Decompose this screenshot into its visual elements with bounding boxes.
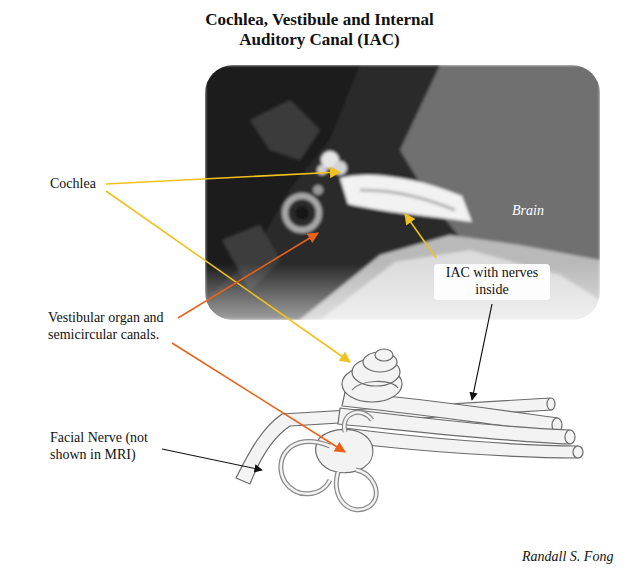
label-anchor: IAC with nerves inside: [434, 264, 550, 300]
vestibular-nerve: [342, 428, 578, 458]
title: Cochlea, Vestibule and Internal Auditory…: [202, 10, 438, 51]
label-anchor: Facial Nerve (not shown in MRI): [50, 430, 175, 464]
label-anchor: Randall S. Fong: [522, 549, 613, 566]
nerve-end: [573, 446, 583, 458]
title-anchor: Cochlea, Vestibule and Internal Auditory…: [0, 10, 639, 51]
ear-drawing: [236, 349, 583, 510]
region-label: Brain: [512, 203, 544, 220]
leader-arrow: [162, 449, 262, 470]
semicircular-canals: [281, 412, 376, 509]
credit: Randall S. Fong: [522, 549, 613, 566]
label-anchor: Brain: [512, 203, 544, 220]
nerve-end: [547, 398, 555, 410]
leader-arrow: [106, 172, 340, 184]
part-label: Facial Nerve (not shown in MRI): [50, 430, 175, 464]
mri-image: [205, 65, 600, 320]
leader-arrow: [172, 343, 345, 452]
leader-arrow: [178, 233, 318, 318]
part-label: IAC with nerves inside: [434, 264, 550, 300]
label-anchor: Cochlea: [50, 176, 96, 193]
part-label: Vestibular organ and semicircular canals…: [48, 310, 198, 344]
cochlea-drawing: [342, 349, 402, 402]
label-anchor: Vestibular organ and semicircular canals…: [48, 310, 198, 344]
part-label: Cochlea: [50, 176, 96, 193]
leader-arrow: [405, 214, 436, 258]
leader-arrow: [472, 304, 492, 400]
nerve-end: [565, 430, 575, 444]
